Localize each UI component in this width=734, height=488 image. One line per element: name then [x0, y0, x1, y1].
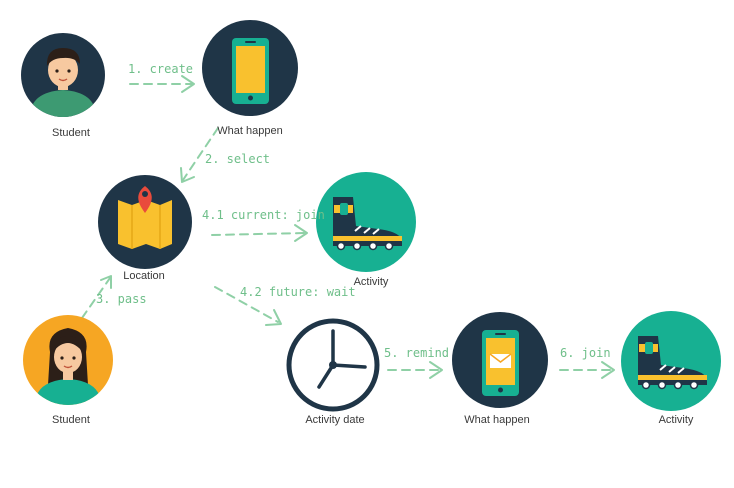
skate-shoe-icon	[621, 311, 721, 411]
edge-label-pass: 3. pass	[96, 292, 147, 306]
clock-icon	[286, 318, 380, 412]
male-student-icon	[21, 33, 105, 117]
arrow-pass	[81, 277, 111, 319]
arrowhead-current-join	[294, 224, 308, 242]
arrowhead-remind	[429, 361, 443, 379]
edge-label-create: 1. create	[128, 62, 194, 76]
arrow-current-join	[211, 232, 306, 236]
edge-label-remind: 5. remind	[384, 346, 450, 360]
edge-label-future-wait: 4.2 future: wait	[240, 285, 356, 299]
map-pin-icon	[98, 175, 192, 269]
edge-label-select: 2. select	[205, 152, 271, 166]
node-label-student-bottom: Student	[52, 414, 90, 426]
arrowhead-create	[181, 75, 195, 93]
smartphone-icon	[202, 20, 298, 116]
node-label-activity-date: Activity date	[305, 414, 365, 426]
node-label-what-happen-bottom: What happen	[464, 414, 530, 426]
edge-label-join: 6. join	[560, 346, 611, 360]
arrowhead-future-wait	[265, 309, 282, 326]
arrowhead-select	[180, 167, 195, 183]
arrowhead-pass	[100, 275, 112, 289]
node-label-activity-top: Activity	[353, 276, 389, 288]
phone-message-icon	[452, 312, 548, 408]
node-label-what-happen-top: What happen	[217, 125, 283, 137]
node-label-location: Location	[123, 270, 165, 282]
arrow-future-wait	[214, 286, 279, 323]
arrow-select	[182, 127, 219, 181]
node-label-student-top: Student	[52, 127, 90, 139]
skate-shoe-icon	[316, 172, 416, 272]
node-label-activity-bottom: Activity	[658, 414, 694, 426]
edge-label-current-join: 4.1 current: join	[202, 208, 325, 222]
female-student-icon	[23, 315, 113, 405]
arrowhead-join	[601, 361, 615, 379]
